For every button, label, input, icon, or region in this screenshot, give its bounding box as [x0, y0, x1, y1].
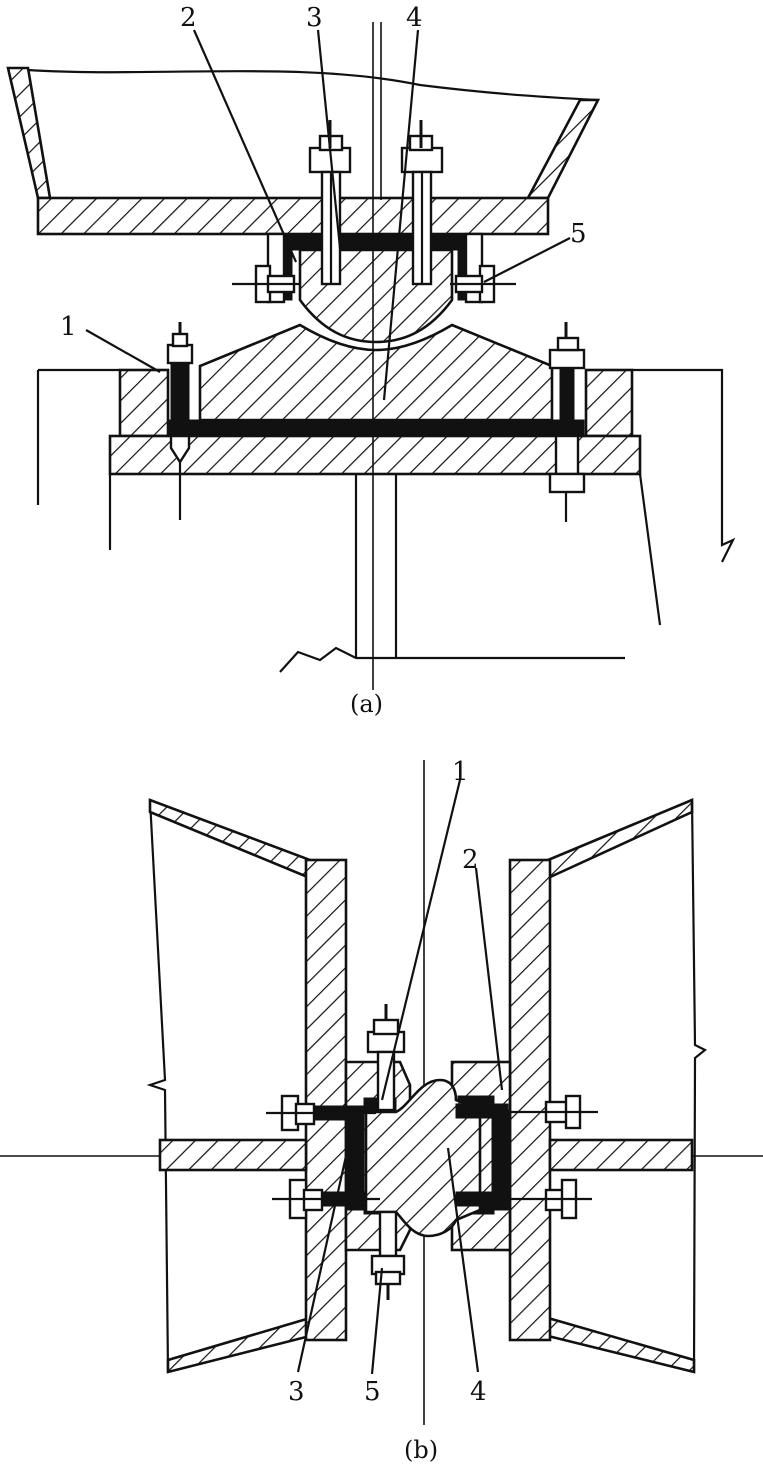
leader-a-1 — [85, 329, 161, 373]
lower-block-right — [584, 368, 634, 438]
bolt-b-bottom — [370, 1210, 406, 1300]
left-horizontal-flange — [158, 1138, 308, 1172]
leader-a-3 — [316, 29, 342, 249]
label-a-4: 4 — [406, 3, 423, 33]
figure-a: 1 2 3 4 5 (a) — [6, 3, 736, 718]
leader-a-4 — [382, 29, 420, 401]
web-bottom-line — [279, 646, 625, 673]
upper-left-wall — [6, 66, 52, 200]
right-lower-flare — [546, 1316, 696, 1374]
right-casing-outline — [690, 799, 708, 1373]
support-left — [36, 368, 120, 505]
conical-base-lower — [198, 323, 554, 422]
label-b-1: 1 — [452, 757, 469, 787]
right-web-plate — [508, 858, 552, 1342]
bolt-b-right-lower — [455, 1178, 592, 1220]
label-b-2: 2 — [462, 845, 479, 875]
leader-a-5 — [483, 237, 571, 283]
upper-right-wall — [525, 98, 601, 200]
label-b-3: 3 — [288, 1377, 305, 1407]
base-plate — [108, 434, 642, 476]
leader-b-1 — [380, 779, 462, 1101]
left-web-plate — [304, 858, 348, 1342]
label-b-5: 5 — [364, 1377, 381, 1407]
label-a-2: 2 — [180, 3, 197, 33]
label-a-3: 3 — [306, 3, 323, 33]
caption-a: (a) — [350, 690, 383, 718]
label-b-4: 4 — [470, 1377, 487, 1407]
anchor-bolt-left — [166, 322, 194, 520]
side-bolt-5 — [450, 264, 516, 304]
central-spherical-block — [364, 1078, 482, 1238]
leader-b-4 — [446, 1147, 480, 1373]
label-a-1: 1 — [60, 312, 77, 342]
bolt-b-right-upper — [455, 1094, 598, 1130]
leader-a-2 — [192, 29, 298, 263]
side-bolt-left — [232, 264, 300, 304]
figure-b: 1 2 3 5 4 (b) — [0, 757, 763, 1464]
leader-b-5 — [370, 1267, 384, 1375]
caption-b: (b) — [404, 1436, 438, 1464]
support-right — [632, 368, 736, 563]
lower-block-left — [118, 368, 170, 438]
right-upper-flare — [546, 798, 694, 881]
upper-top-edge — [27, 68, 599, 102]
anchor-bolt-right — [548, 322, 586, 522]
leader-b-2 — [474, 867, 504, 1091]
bolt-4 — [400, 120, 444, 286]
left-casing-outline — [146, 799, 170, 1373]
web-lower — [354, 474, 398, 658]
bearing-pad-lower — [167, 419, 585, 437]
bolt-b-left-upper — [266, 1094, 376, 1132]
label-a-5: 5 — [570, 219, 587, 249]
leader-b-3 — [296, 1137, 352, 1373]
left-lower-flare — [166, 1316, 312, 1374]
support-right-inner — [638, 473, 662, 626]
left-upper-flare — [148, 798, 312, 880]
upper-flange-plate — [36, 196, 550, 236]
bearing-pad-upper — [281, 233, 469, 251]
right-horizontal-flange — [548, 1138, 694, 1172]
bolt-b-left-lower — [272, 1178, 380, 1220]
